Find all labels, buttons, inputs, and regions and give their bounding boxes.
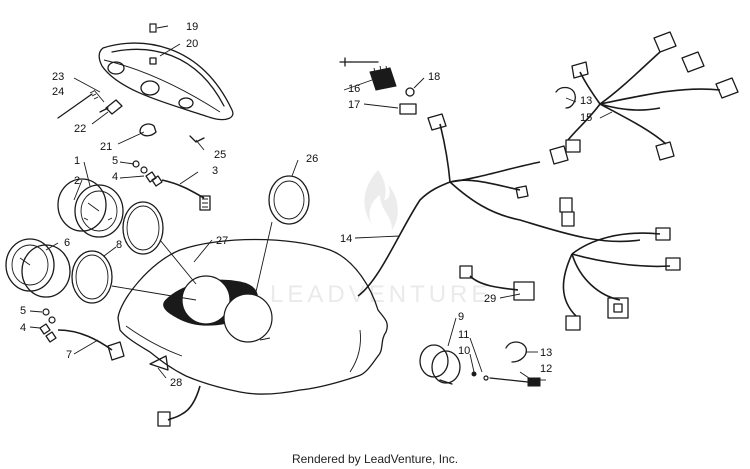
callout-27: 27 <box>216 235 228 247</box>
headlight-housing <box>98 23 234 121</box>
watermark-text: LEADVENTURE <box>270 281 491 308</box>
resistor-16-17-18 <box>339 57 417 115</box>
callout-4-lower: 4 <box>20 322 26 334</box>
callout-14: 14 <box>340 233 352 245</box>
callout-18: 18 <box>428 71 440 83</box>
callout-23: 23 <box>52 71 64 83</box>
gauge-harness-7 <box>39 308 125 361</box>
callout-15: 15 <box>580 112 592 124</box>
socket-22 <box>99 99 123 115</box>
harness-15 <box>565 31 739 161</box>
assembly-leaders <box>111 239 197 301</box>
callout-leaders <box>29 25 613 381</box>
bulb-clip-19 <box>149 23 157 33</box>
leadventure-watermark: LEADVENTURE <box>270 170 491 308</box>
callout-20: 20 <box>186 38 198 50</box>
footer-credit: Rendered by LeadVenture, Inc. <box>291 452 459 466</box>
callout-13-lower: 13 <box>540 347 552 359</box>
callout-labels: 19 20 23 24 22 21 25 5 4 3 1 2 6 8 26 27… <box>20 21 592 389</box>
callout-4-upper: 4 <box>112 171 118 183</box>
callout-1: 1 <box>74 155 80 167</box>
clip-25 <box>189 135 205 143</box>
callout-9: 9 <box>458 311 464 323</box>
callout-10: 10 <box>458 345 470 357</box>
callout-5-lower: 5 <box>20 305 26 317</box>
callout-13-upper: 13 <box>580 95 592 107</box>
bulb-21 <box>139 123 157 137</box>
callout-29: 29 <box>484 293 496 305</box>
harness-29 <box>459 265 535 301</box>
gauge-6 <box>5 238 71 298</box>
bezel-ring-8 <box>71 250 113 304</box>
callout-21: 21 <box>100 141 112 153</box>
callout-24: 24 <box>52 86 64 98</box>
bezel-ring-upper <box>122 201 164 255</box>
callout-28: 28 <box>170 377 182 389</box>
main-harness-14 <box>357 113 681 331</box>
clamp-13-upper <box>555 86 576 109</box>
gauge-9 <box>419 344 461 385</box>
clamp-13-lower <box>505 341 527 363</box>
callout-25: 25 <box>214 149 226 161</box>
callout-7: 7 <box>66 349 72 361</box>
callout-12: 12 <box>540 363 552 375</box>
callout-8: 8 <box>116 239 122 251</box>
callout-16: 16 <box>348 83 360 95</box>
callout-26: 26 <box>306 153 318 165</box>
callout-22: 22 <box>74 123 86 135</box>
adjuster-screw-23-24 <box>57 89 105 119</box>
callout-11: 11 <box>458 329 469 341</box>
instrument-pod-27 <box>117 238 388 427</box>
callout-19: 19 <box>186 21 198 33</box>
callout-17: 17 <box>348 99 360 111</box>
callout-5-upper: 5 <box>112 155 118 167</box>
callout-2: 2 <box>74 175 80 187</box>
callout-6: 6 <box>64 237 70 249</box>
sender-10-11-12 <box>471 371 546 387</box>
gauge-1 <box>57 178 124 238</box>
callout-3: 3 <box>212 165 218 177</box>
